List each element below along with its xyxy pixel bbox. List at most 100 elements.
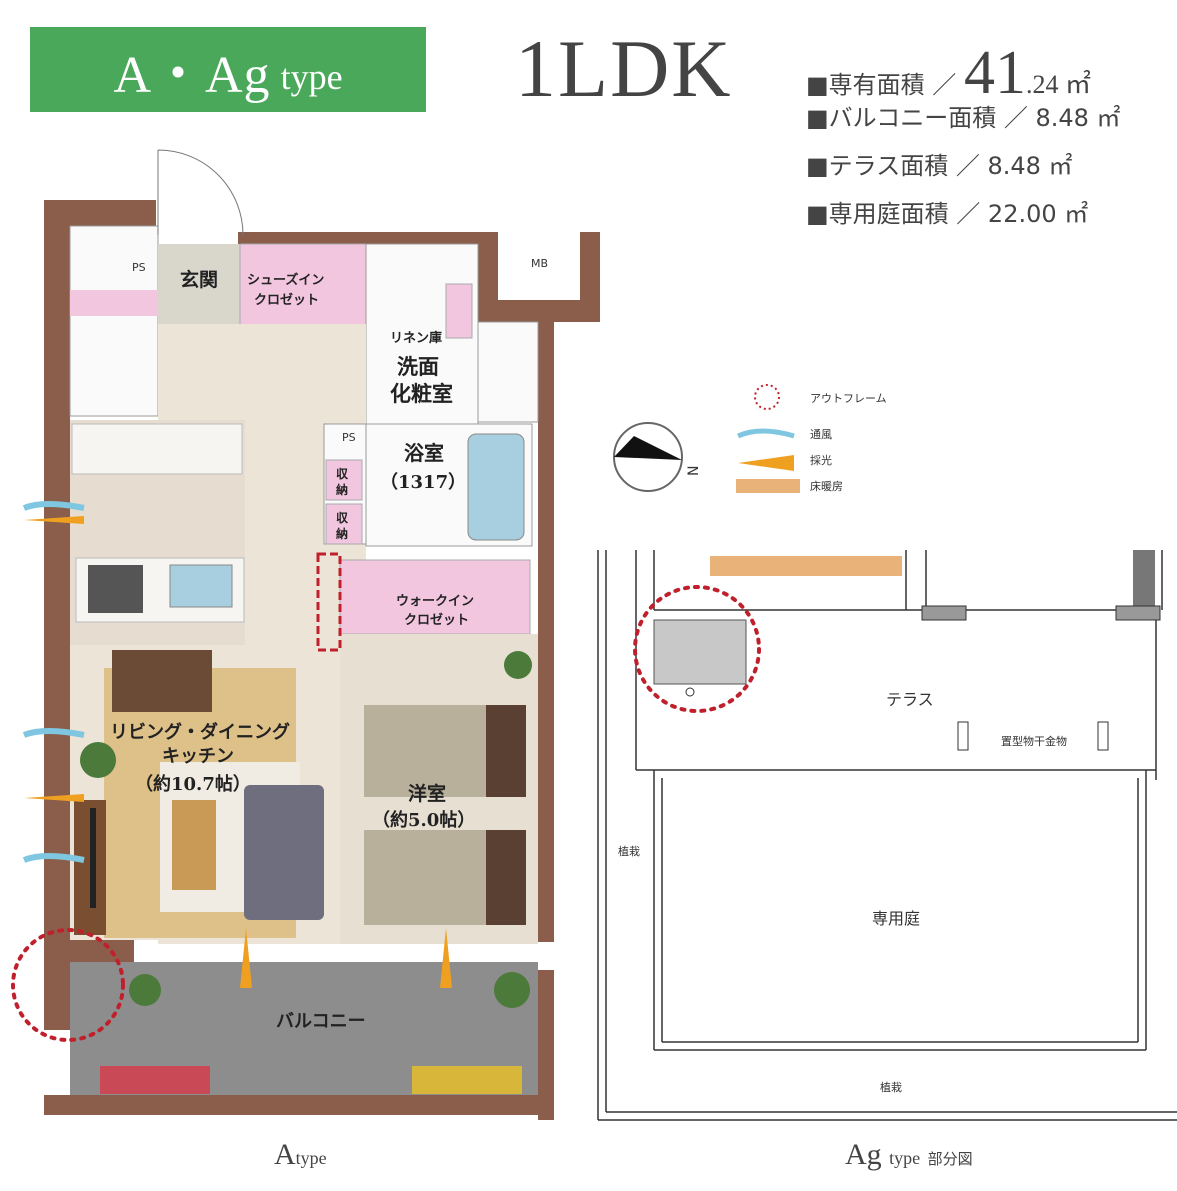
outframe-legend-label: アウトフレーム bbox=[810, 392, 887, 405]
stove bbox=[88, 565, 143, 613]
walkin-closet bbox=[339, 559, 531, 635]
floor-heating-legend-icon bbox=[736, 479, 800, 493]
daylight-icon bbox=[24, 516, 84, 524]
mb-wall bbox=[478, 232, 498, 322]
type-main: A・Ag bbox=[113, 47, 271, 104]
storage-2 bbox=[325, 503, 363, 545]
western-label-2: （約5.0帖） bbox=[372, 809, 475, 831]
ag-caption-jp: 部分図 bbox=[927, 1150, 973, 1168]
a-caption-main: A bbox=[274, 1138, 296, 1171]
daylight-legend-icon bbox=[738, 455, 794, 471]
ag-floor-heating bbox=[710, 556, 902, 576]
entrance-door bbox=[157, 149, 244, 236]
bathtub bbox=[467, 433, 525, 541]
drying-pole-right bbox=[1097, 721, 1109, 751]
type-badge: A・Ag type bbox=[30, 27, 426, 112]
ldk-label-1: リビング・ダイニング bbox=[110, 721, 290, 743]
north-label: N bbox=[686, 466, 702, 476]
storage-1-label-a: 収 bbox=[336, 467, 349, 481]
mb-right-wall bbox=[580, 232, 600, 322]
balcony-bottom-wall bbox=[44, 1095, 554, 1115]
plant-icon bbox=[80, 742, 116, 778]
western-label-1: 洋室 bbox=[408, 782, 446, 805]
walkin-label-1: ウォークイン bbox=[396, 594, 474, 609]
ventilation-icon bbox=[22, 853, 85, 863]
kitchen-counter bbox=[71, 423, 243, 475]
exclusive-area-dec: .24 ㎡ bbox=[1025, 70, 1091, 99]
plant-icon bbox=[494, 972, 530, 1008]
drying-pole-left bbox=[957, 721, 969, 751]
entrance-label: 玄関 bbox=[180, 268, 218, 291]
ventilation-legend-icon bbox=[736, 428, 795, 439]
ldk-label-3: （約10.7帖） bbox=[135, 773, 251, 795]
shoes-closet-label-1: シューズイン bbox=[247, 272, 324, 288]
bath-label-2: （1317） bbox=[380, 472, 466, 493]
bed-2-head bbox=[486, 830, 526, 925]
exclusive-area-int: 41 bbox=[963, 39, 1026, 107]
terrace-label: テラス bbox=[886, 690, 934, 709]
ldk-label-2: キッチン bbox=[162, 746, 234, 767]
ag-outframe-column bbox=[653, 619, 747, 685]
outframe-legend-icon bbox=[754, 384, 780, 410]
bed-2 bbox=[364, 830, 486, 925]
linen-label: リネン庫 bbox=[390, 330, 442, 346]
exclusive-area-label: ■専有面積 ／ bbox=[806, 71, 964, 99]
washroom-label-1: 洗面 bbox=[397, 354, 439, 379]
dining-table bbox=[112, 650, 212, 712]
bath-label-1: 浴室 bbox=[404, 441, 444, 465]
storage-1-label-b: 納 bbox=[336, 482, 348, 497]
terrace-area: ■テラス面積 ／ 8.48 ㎡ bbox=[806, 152, 1073, 180]
sofa bbox=[244, 785, 324, 920]
daylight-icon bbox=[440, 928, 452, 988]
top-wall-mid bbox=[238, 232, 494, 244]
right-wall bbox=[538, 322, 554, 942]
garden-label: 専用庭 bbox=[872, 909, 920, 928]
sink bbox=[169, 564, 233, 608]
toilet-shelf bbox=[70, 290, 158, 316]
ag-pillar-right bbox=[1115, 605, 1161, 621]
outframe-marker-a bbox=[11, 928, 125, 1042]
right-top-wall bbox=[498, 300, 598, 322]
a-type-floor-plan: PS MB PS 玄関 シューズイン クロゼット リネン庫 洗面 化粧室 浴室 … bbox=[11, 149, 600, 1120]
daylight-icon bbox=[240, 928, 252, 988]
drying-label: 置型物干金物 bbox=[1001, 734, 1067, 748]
ag-caption-main: Ag bbox=[845, 1138, 882, 1171]
ag-drain-icon bbox=[685, 687, 695, 697]
walkin-label-2: クロゼット bbox=[404, 612, 469, 628]
plan-type: 1LDK bbox=[515, 23, 733, 114]
ps-label-1: PS bbox=[132, 261, 146, 274]
daylight-icon bbox=[24, 794, 84, 802]
ventilation-legend-label: 通風 bbox=[810, 428, 832, 441]
daylight-legend-label: 採光 bbox=[810, 453, 832, 467]
washroom-label-2: 化粧室 bbox=[390, 381, 453, 406]
plant-icon bbox=[129, 974, 161, 1006]
bed-1 bbox=[364, 705, 486, 797]
type-sub: type bbox=[280, 56, 343, 97]
plant-icon bbox=[504, 651, 532, 679]
balcony-area: ■バルコニー面積 ／ 8.48 ㎡ bbox=[806, 104, 1121, 132]
shoes-closet bbox=[239, 243, 367, 335]
flower-bed-right bbox=[412, 1066, 522, 1094]
legend-panel: N アウトフレーム 通風 採光 床暖房 bbox=[613, 384, 887, 493]
storage-1 bbox=[325, 459, 363, 501]
ag-outframe-marker bbox=[633, 585, 761, 713]
entrance-floor bbox=[158, 244, 240, 324]
ventilation-icon bbox=[22, 728, 85, 738]
compass-needle-icon bbox=[614, 436, 682, 460]
bed-1-head bbox=[486, 705, 526, 797]
balcony-label: バルコニー bbox=[276, 1011, 366, 1032]
balcony-right-wall bbox=[538, 970, 554, 1120]
ps-label-2: PS bbox=[342, 431, 356, 444]
ag-type-partial-plan: テラス 置型物干金物 植栽 専用庭 植栽 bbox=[597, 550, 1177, 1121]
planting-left-label: 植栽 bbox=[618, 844, 640, 858]
coffee-table bbox=[172, 800, 216, 890]
planting-bottom-label: 植栽 bbox=[880, 1080, 902, 1094]
toilet-floor bbox=[69, 225, 159, 417]
ag-pillar bbox=[921, 605, 967, 621]
linen-closet bbox=[445, 283, 473, 339]
exclusive-area: ■専有面積 ／ 41.24 ㎡ bbox=[806, 38, 1091, 109]
ag-type-caption: Ag type 部分図 bbox=[845, 1138, 973, 1172]
ventilation-icon bbox=[22, 501, 85, 511]
flower-bed-left bbox=[100, 1066, 210, 1094]
floor-heating-legend-label: 床暖房 bbox=[810, 479, 843, 493]
